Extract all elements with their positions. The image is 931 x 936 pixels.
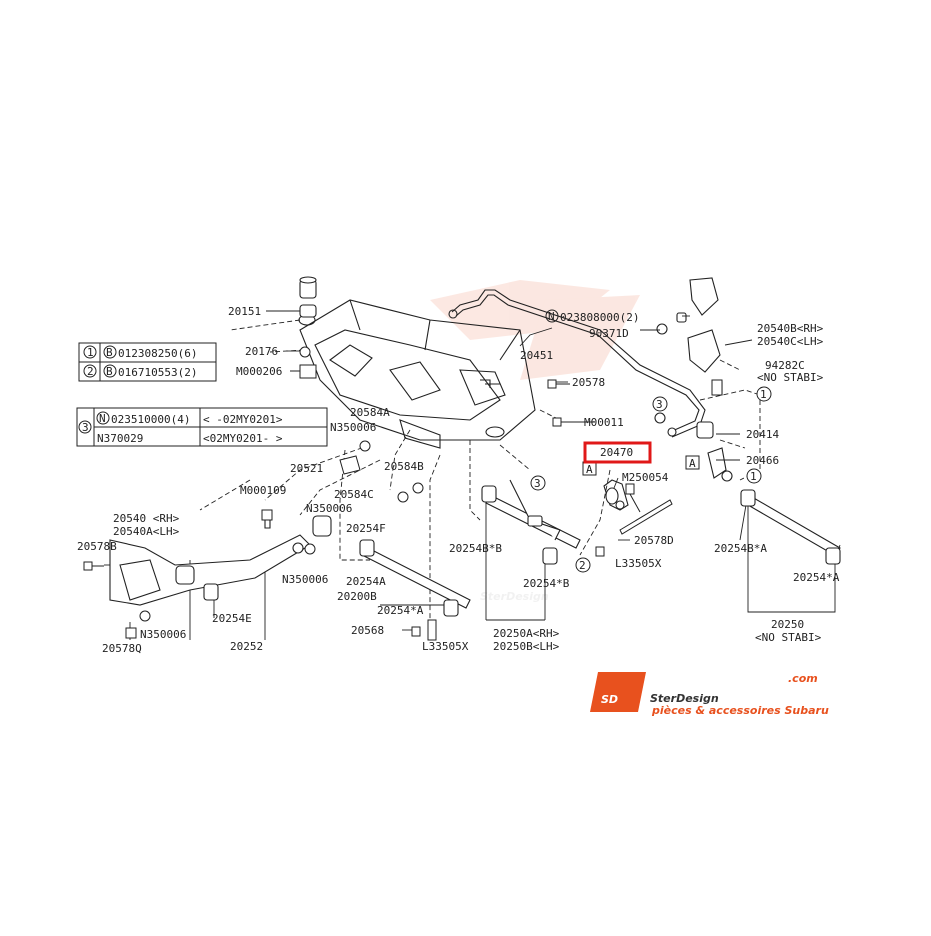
- label-20176: 20176: [245, 345, 278, 358]
- label-M250054: M250054: [622, 471, 669, 484]
- label-20254BxB: 20254B*B: [449, 542, 502, 555]
- brand-tagline: pièces & accessoires Subaru: [651, 704, 829, 717]
- label-20254E: 20254E: [212, 612, 252, 625]
- label-N350006-b: N350006: [306, 502, 352, 515]
- label-20540A: 20540A<LH>: [113, 525, 180, 538]
- label-20521: 20521: [290, 462, 323, 475]
- legend-row3-range1: < -02MY0201>: [203, 413, 283, 426]
- stabi-link-20470: [603, 479, 629, 511]
- label-20254A: 20254A: [346, 575, 386, 588]
- label-20254xA-r: 20254*A: [793, 571, 840, 584]
- brand-dotcom: .com: [788, 672, 818, 685]
- label-90371D: 90371D: [589, 327, 629, 340]
- label-20584A: 20584A: [350, 406, 390, 419]
- label-no-stabi-1: <NO STABI>: [757, 371, 824, 384]
- callout-1a: 1: [760, 388, 767, 401]
- label-20250B: 20250B<LH>: [493, 640, 560, 653]
- label-L33505X-b: L33505X: [422, 640, 469, 653]
- label-20250: 20250: [771, 618, 804, 631]
- logo-letters: SD: [601, 693, 618, 706]
- legend-row1-num: 1: [87, 346, 94, 359]
- legend-row1-part: 012308250(6): [118, 347, 197, 360]
- label-no-stabi-2: <NO STABI>: [755, 631, 822, 644]
- label-M00011: M00011: [584, 416, 624, 429]
- legend-row3-range2: <02MY0201- >: [203, 432, 283, 445]
- bushing-20151: [299, 276, 317, 318]
- label-20254F: 20254F: [346, 522, 386, 535]
- label-20540B: 20540B<RH>: [757, 322, 824, 335]
- n-badge-icon: [545, 309, 559, 323]
- label-20578D: 20578D: [634, 534, 674, 547]
- n-badge-label: N: [548, 310, 555, 323]
- label-N350006-c: N350006: [282, 573, 328, 586]
- callout-3a: 3: [656, 398, 663, 411]
- label-M000206: M000206: [236, 365, 282, 378]
- legend-row3-part1: 023510000(4): [111, 413, 190, 426]
- legend-row1-badge: B: [106, 346, 113, 359]
- small-parts: [139, 346, 424, 622]
- stabi-bracket: [654, 277, 733, 482]
- brand-name: SterDesign: [650, 692, 719, 705]
- legend-row2-num: 2: [87, 365, 94, 378]
- label-20578B: 20578B: [77, 540, 117, 553]
- label-20254BxA: 20254B*A: [714, 542, 767, 555]
- bolts: [83, 364, 723, 641]
- lateral-link-20250-nostabi: [740, 489, 841, 565]
- label-20252: 20252: [230, 640, 263, 653]
- callout-1b: 1: [750, 470, 757, 483]
- label-20584B: 20584B: [384, 460, 424, 473]
- label-20568: 20568: [351, 624, 384, 637]
- marker-a-1: A: [586, 463, 593, 476]
- legend-row3-part2: N370029: [97, 432, 143, 445]
- legend-row2-badge: B: [106, 365, 113, 378]
- label-M000109: M000109: [240, 484, 286, 497]
- label-20540C: 20540C<LH>: [757, 335, 824, 348]
- dashed-leaders: [199, 319, 761, 620]
- label-20470: 20470: [600, 446, 633, 459]
- label-20466: 20466: [746, 454, 779, 467]
- callout-2: 2: [579, 559, 586, 572]
- watermark-text: SterDesign: [480, 590, 549, 603]
- rear-trailing-arm: [109, 511, 332, 606]
- legend-row2-part: 016710553(2): [118, 366, 197, 379]
- label-20451: 20451: [520, 349, 553, 362]
- highlight-20470: [583, 441, 652, 464]
- label-20584C: 20584C: [334, 488, 374, 501]
- lateral-link-20250: [481, 479, 581, 565]
- label-20200B: 20200B: [337, 590, 377, 603]
- label-20540: 20540 <RH>: [113, 512, 180, 525]
- label-L33505X-a: L33505X: [615, 557, 662, 570]
- marker-a-2: A: [689, 457, 696, 470]
- label-20151: 20151: [228, 305, 261, 318]
- part-labels: 20151 20176 M000206 20451 023808000(2) 9…: [77, 305, 840, 655]
- sterdesign-logo: SD SterDesign .com pièces & accessoires …: [590, 672, 829, 717]
- legend-table-1: [78, 342, 217, 382]
- label-023808000: 023808000(2): [560, 311, 639, 324]
- label-20250A: 20250A<RH>: [493, 627, 560, 640]
- label-N350006-d: N350006: [140, 628, 186, 641]
- label-94282C: 94282C: [765, 359, 805, 372]
- legend-row3-num: 3: [82, 421, 89, 434]
- label-20254xB: 20254*B: [523, 577, 570, 590]
- label-20254xA: 20254*A: [377, 604, 424, 617]
- label-20414: 20414: [746, 428, 779, 441]
- lateral-link-20200B: [359, 539, 471, 617]
- label-20578Q: 20578Q: [102, 642, 142, 655]
- legend-table-3: [76, 407, 328, 447]
- stabilizer-bar: [448, 289, 706, 438]
- label-20578: 20578: [572, 376, 605, 389]
- label-N350006-a: N350006: [330, 421, 376, 434]
- callout-markers: [530, 386, 772, 573]
- callout-3b: 3: [534, 477, 541, 490]
- legend-row3-badge: N: [99, 412, 106, 425]
